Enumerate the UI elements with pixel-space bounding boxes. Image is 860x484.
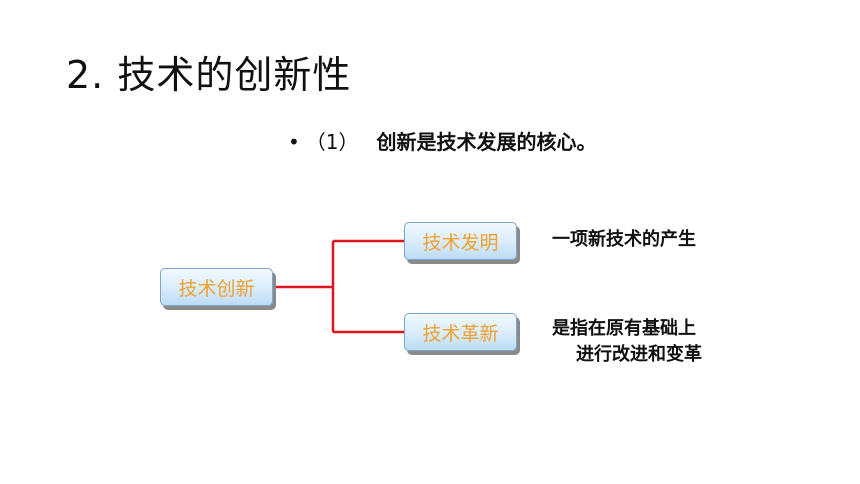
bullet-dot-icon: • xyxy=(288,130,300,154)
bullet-text: 创新是技术发展的核心。 xyxy=(376,130,597,154)
branch-node-invention: 技术发明 xyxy=(404,222,517,260)
innovation-note-line-1: 是指在原有基础上 xyxy=(552,318,696,339)
innovation-note-line-2: 进行改进和变革 xyxy=(576,344,702,365)
bullet-number: （1） xyxy=(305,130,359,154)
bullet-point: •（1） 创新是技术发展的核心。 xyxy=(288,126,597,155)
root-node: 技术创新 xyxy=(160,268,273,306)
slide-title: 2. 技术的创新性 xyxy=(66,53,352,97)
invention-note: 一项新技术的产生 xyxy=(552,229,696,250)
branch-node-innovation: 技术革新 xyxy=(404,313,517,351)
